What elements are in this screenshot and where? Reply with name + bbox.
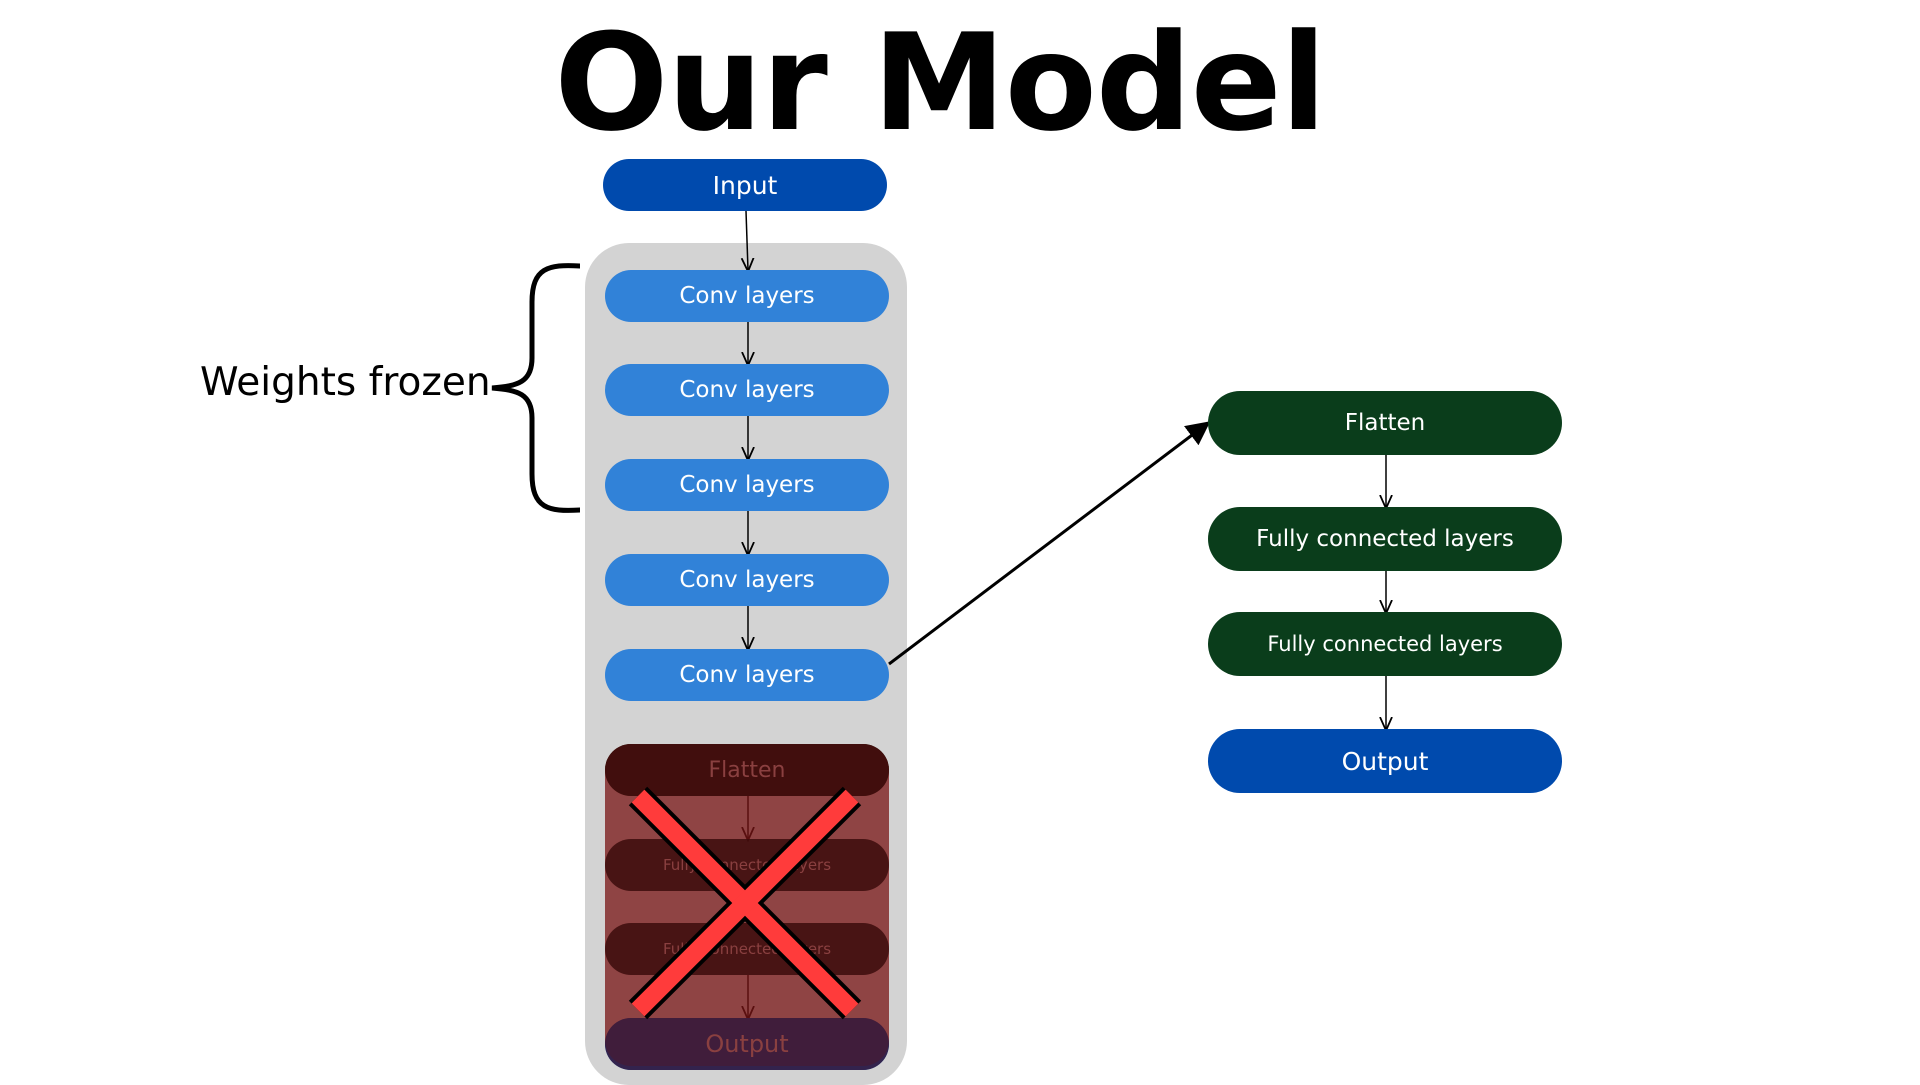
arrow-input-conv1 bbox=[746, 210, 748, 270]
arrow-conv5-new-flatten bbox=[888, 421, 1211, 666]
new-fc-node-2: Fully connected layers bbox=[1208, 612, 1562, 676]
curly-brace-icon bbox=[491, 263, 580, 513]
input-node: Input bbox=[603, 159, 887, 211]
removed-flatten-label: Flatten bbox=[605, 744, 889, 796]
new-output-node: Output bbox=[1208, 729, 1562, 793]
diagram-title: Our Model bbox=[554, 5, 1326, 161]
weights-frozen-label: Weights frozen bbox=[200, 360, 491, 405]
conv-layers-node-4: Conv layers bbox=[605, 554, 889, 606]
conv-layers-node-1: Conv layers bbox=[605, 270, 889, 322]
removed-output-label: Output bbox=[605, 1018, 889, 1070]
conv-layers-node-2: Conv layers bbox=[605, 364, 889, 416]
conv-layers-node-5: Conv layers bbox=[605, 649, 889, 701]
conv-layers-node-3: Conv layers bbox=[605, 459, 889, 511]
new-fc-node-1: Fully connected layers bbox=[1208, 507, 1562, 571]
red-x-icon bbox=[628, 786, 862, 1020]
new-flatten-node: Flatten bbox=[1208, 391, 1562, 455]
